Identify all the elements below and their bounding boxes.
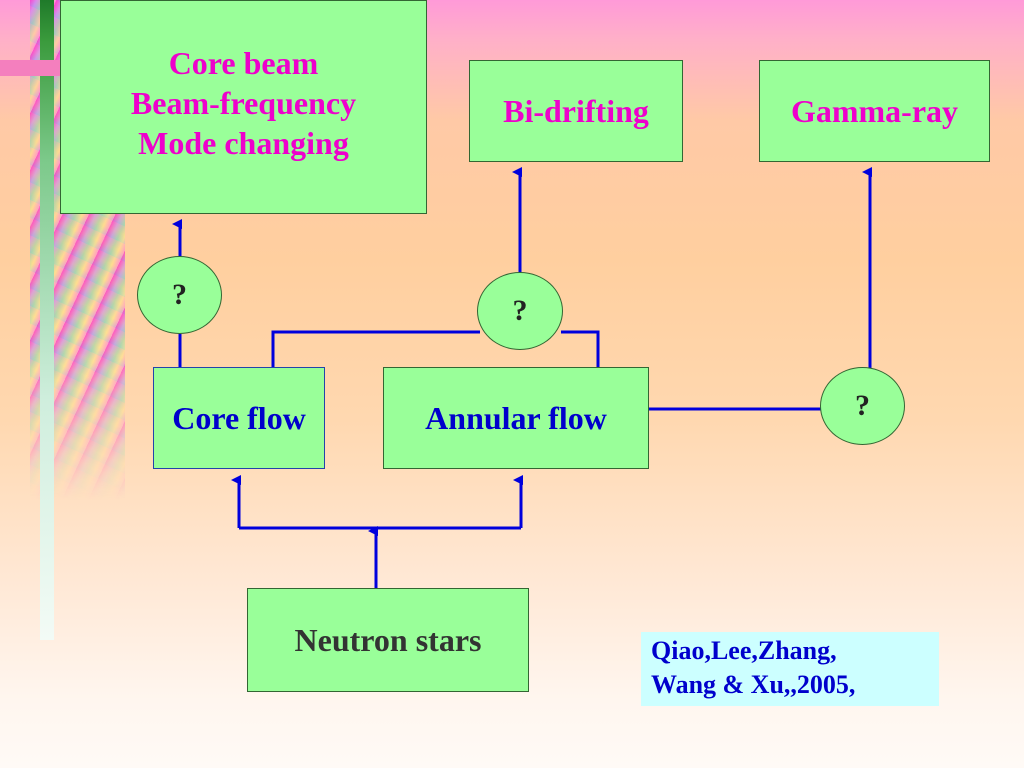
decorative-pink-bar xyxy=(0,60,62,76)
edge-core-flow-to-q-annular xyxy=(271,330,480,367)
node-core-flow: Core flow xyxy=(153,367,325,469)
node-question-annular-label: ? xyxy=(512,294,528,327)
node-question-annular: ? xyxy=(477,272,563,350)
node-annular-flow: Annular flow xyxy=(383,367,649,469)
node-annular-flow-label: Annular flow xyxy=(425,400,607,436)
node-question-gamma-label: ? xyxy=(855,389,870,422)
citation-line-2: Wang & Xu,,2005, xyxy=(651,669,856,699)
decorative-green-bar xyxy=(40,0,54,640)
node-neutron-stars: Neutron stars xyxy=(247,588,529,692)
node-question-core-label: ? xyxy=(172,278,187,311)
edge-annular-flow-to-q-annular xyxy=(561,330,600,367)
node-gamma-ray-label: Gamma-ray xyxy=(790,93,959,129)
node-core-beam-line-3: Mode changing xyxy=(138,125,349,161)
node-core-beam-line-2: Beam-frequency xyxy=(130,85,357,121)
node-core-flow-label: Core flow xyxy=(172,400,306,436)
node-bi-drifting-label: Bi-drifting xyxy=(503,93,649,129)
node-core-beam: Core beam Beam-frequency Mode changing xyxy=(60,0,427,214)
node-bi-drifting: Bi-drifting xyxy=(469,60,683,162)
citation-line-1: Qiao,Lee,Zhang, xyxy=(651,636,837,665)
node-neutron-stars-label: Neutron stars xyxy=(294,622,482,658)
node-gamma-ray: Gamma-ray xyxy=(759,60,990,162)
citation-box: Qiao,Lee,Zhang, Wang & Xu,,2005, xyxy=(641,632,939,706)
node-question-gamma: ? xyxy=(820,367,905,445)
node-question-core: ? xyxy=(137,256,222,334)
node-core-beam-line-1: Core beam xyxy=(168,45,319,81)
